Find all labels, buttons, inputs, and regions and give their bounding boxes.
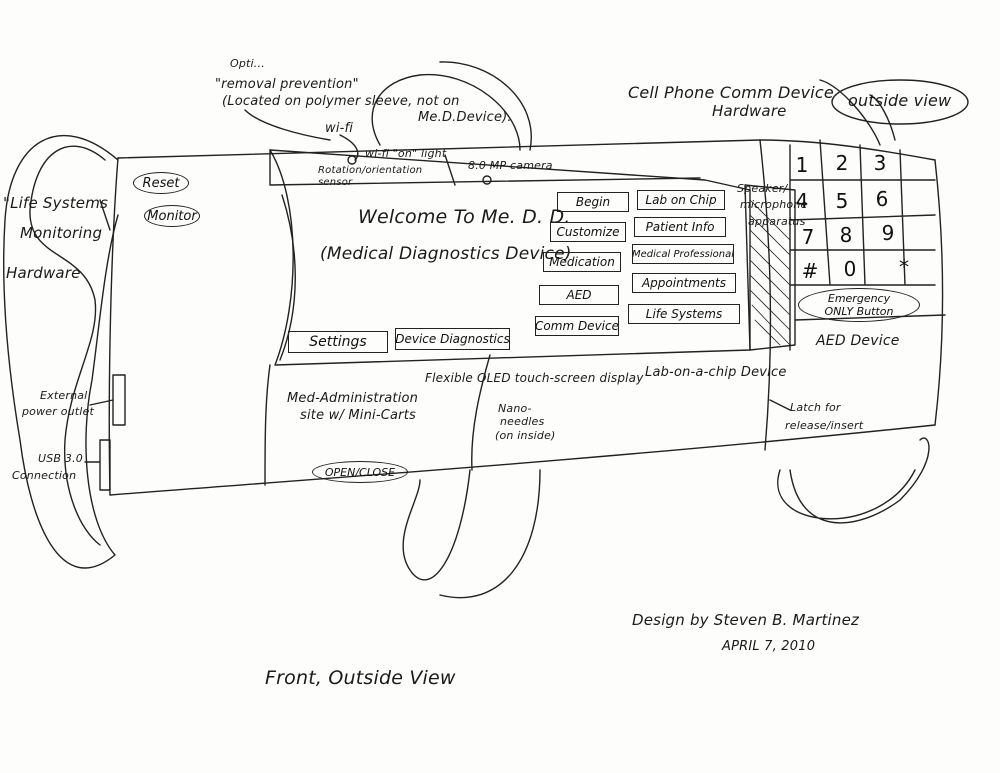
medical-professional-button[interactable]: Medical Professional (632, 244, 734, 264)
aed-device-label: AED Device (816, 333, 900, 349)
bottom-strap-left (403, 470, 540, 598)
key-star[interactable]: * (884, 252, 924, 282)
med-admin-line2: site w/ Mini-Carts (300, 409, 416, 424)
key-9[interactable]: 9 (868, 218, 908, 248)
settings-button[interactable]: Settings (288, 331, 388, 353)
wifi-label: wi-fi (325, 122, 353, 137)
key-1[interactable]: 1 (782, 150, 822, 180)
life-systems-line3: Hardware (6, 265, 81, 282)
life-systems-button[interactable]: Life Systems (628, 304, 740, 324)
leader-latch (770, 400, 790, 410)
welcome-subtitle: (Medical Diagnostics Device) (320, 245, 572, 265)
leader-top-note (245, 110, 330, 140)
key-8[interactable]: 8 (826, 220, 866, 250)
lower-divider-1 (265, 365, 270, 485)
emergency-line1: Emergency (828, 292, 890, 305)
date-label: APRIL 7, 2010 (722, 640, 815, 655)
camera-label: 8.0 MP camera (468, 160, 553, 173)
usb-line2: Connection (12, 470, 76, 483)
aed-button[interactable]: AED (539, 285, 619, 305)
key-5[interactable]: 5 (822, 186, 862, 216)
cellphone-label-line1: Cell Phone Comm Device (628, 84, 834, 102)
camera-lens-icon (483, 176, 491, 184)
cellphone-label-line2: Hardware (712, 103, 787, 120)
top-note-line2: "removal prevention" (215, 78, 359, 93)
key-3[interactable]: 3 (860, 148, 900, 178)
usb-port (100, 440, 110, 490)
lab-on-chip-button[interactable]: Lab on Chip (637, 190, 725, 210)
key-6[interactable]: 6 (862, 184, 902, 214)
top-note-line1: Opti... (230, 58, 265, 71)
medication-button[interactable]: Medication (543, 252, 621, 272)
emergency-button[interactable]: Emergency ONLY Button (798, 288, 920, 322)
med-admin-line1: Med-Administration (287, 392, 418, 407)
lab-chip-label: Lab-on-a-chip Device (645, 366, 787, 381)
speaker-label-line2: microphone (740, 199, 808, 212)
nano-line2: needles (500, 416, 544, 429)
bottom-strap-right (778, 438, 929, 523)
open-close-button[interactable]: OPEN/CLOSE (312, 461, 408, 483)
speaker-label-line3: apparatus (748, 216, 806, 229)
top-note-line4: Me.D.Device). (418, 111, 512, 126)
nano-line1: Nano- (498, 403, 532, 416)
oled-label: Flexible OLED touch-screen display (425, 372, 644, 386)
patient-info-button[interactable]: Patient Info (634, 217, 726, 237)
external-power-line1: External (40, 390, 87, 403)
rotation-sensor-label: Rotation/orientation sensor (318, 165, 428, 188)
band-right-edge (935, 160, 943, 425)
welcome-title: Welcome To Me. D. D. (358, 207, 571, 229)
power-outlet-port (113, 375, 125, 425)
customize-button[interactable]: Customize (550, 222, 626, 242)
external-power-line2: power outlet (22, 406, 94, 419)
appointments-button[interactable]: Appointments (632, 273, 736, 293)
life-systems-line1: "Life Systems (3, 195, 108, 212)
life-systems-line2: Monitoring (20, 225, 102, 242)
outside-view-label: outside view (848, 92, 951, 110)
key-2[interactable]: 2 (822, 148, 862, 178)
nano-line3: (on inside) (495, 430, 556, 443)
design-by-label: Design by Steven B. Martinez (632, 612, 859, 629)
reset-button[interactable]: Reset (133, 172, 189, 194)
emergency-line2: ONLY Button (824, 305, 893, 318)
speaker-label-line1: Speaker/ (737, 183, 787, 196)
usb-line1: USB 3.0 (38, 453, 83, 466)
begin-button[interactable]: Begin (557, 192, 629, 212)
top-note-line3: (Located on polymer sleeve, not on (222, 95, 460, 110)
wifi-light-label: wi-fi "on" light (365, 148, 446, 161)
monitor-button[interactable]: Monitor (144, 205, 200, 227)
latch-line2: release/insert (785, 420, 863, 433)
view-title: Front, Outside View (265, 668, 456, 690)
key-hash[interactable]: # (790, 256, 830, 286)
comm-device-button[interactable]: Comm Device (535, 316, 619, 336)
key-0[interactable]: 0 (830, 254, 870, 284)
device-diagnostics-button[interactable]: Device Diagnostics (395, 328, 510, 350)
latch-line1: Latch for (790, 402, 841, 415)
